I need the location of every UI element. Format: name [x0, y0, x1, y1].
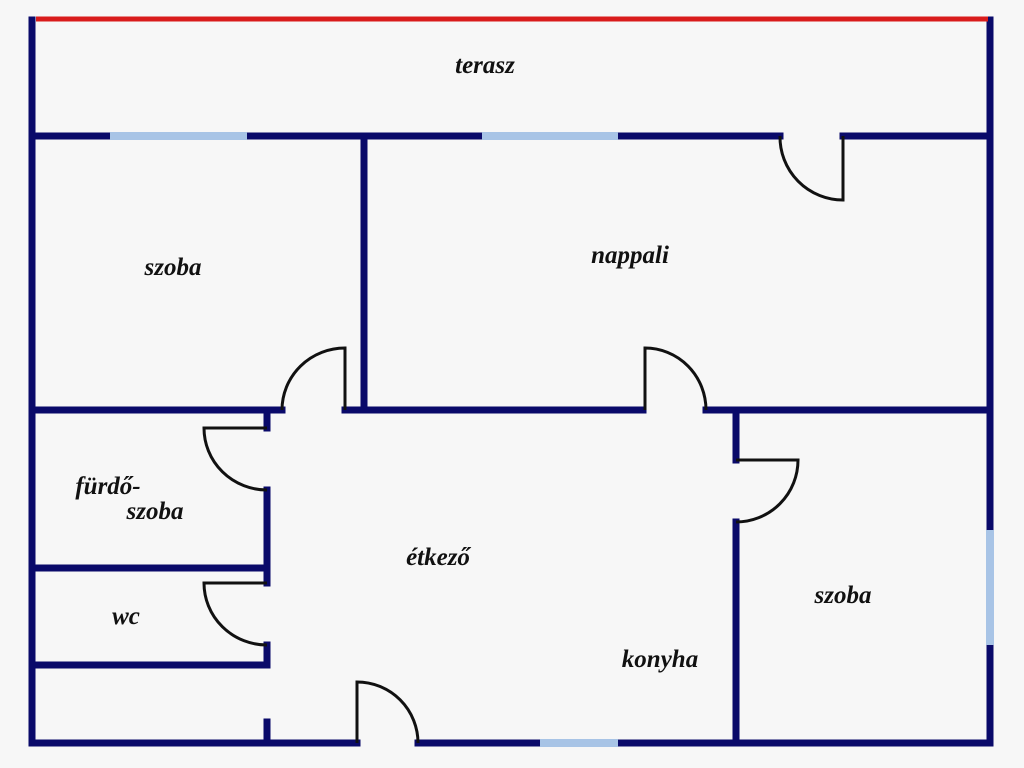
room-label-terrace: terasz [455, 52, 515, 79]
door-entrance [355, 680, 420, 744]
room-label-living-room: nappali [591, 242, 669, 269]
room-label-dining: étkező [406, 544, 470, 571]
windows [110, 132, 994, 747]
doors [202, 135, 845, 744]
room-label-bathroom-line1: fürdő- [75, 473, 141, 500]
room-label-kitchen: konyha [621, 646, 699, 673]
room-label-wc: wc [112, 603, 140, 630]
door-bathroom [202, 426, 268, 492]
room-label-bedroom: szoba [144, 254, 202, 281]
room-label-bedroom-right: szoba [814, 582, 872, 609]
door-szoba [280, 346, 347, 411]
door-szoba-right [735, 458, 800, 524]
door-terrace [778, 135, 845, 202]
room-label-bathroom-line2: szoba [126, 498, 184, 525]
door-wc [202, 581, 268, 647]
door-nappali [643, 346, 708, 411]
walls [28, 16, 994, 747]
